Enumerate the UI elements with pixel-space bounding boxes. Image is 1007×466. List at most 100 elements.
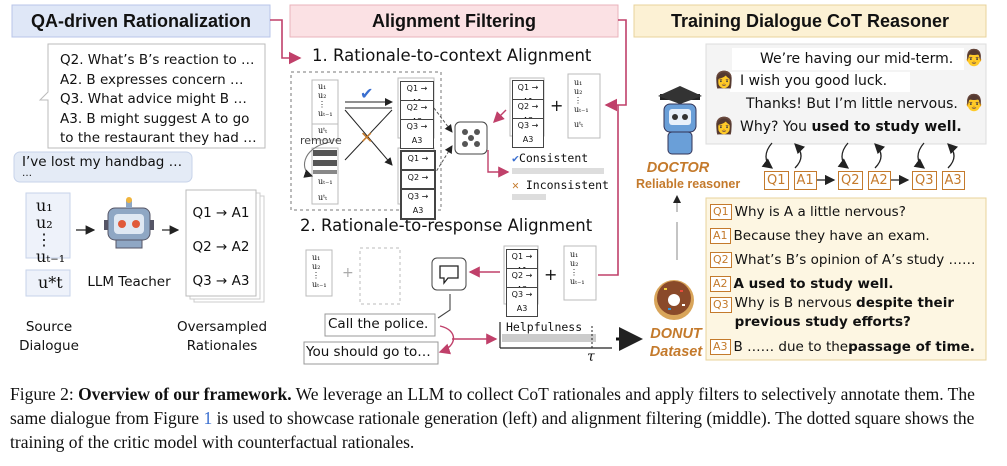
u-line: ⋮ [570, 268, 578, 277]
source-ustar-box [25, 269, 71, 297]
chain-row-2: Q2 A2 [838, 171, 894, 190]
u-line: ⋮ [318, 100, 326, 109]
rationale-item: Q2 → A2 [192, 239, 250, 255]
chain-a3: A3 [941, 171, 965, 190]
train-header-bg [633, 4, 987, 38]
qa-speech-box [38, 43, 266, 149]
cot-plain: Why is A a little nervous? [734, 203, 906, 220]
cot-bold: despite their [856, 295, 954, 311]
align-header-bg [289, 4, 619, 38]
align-header: Alignment Filtering [372, 10, 536, 31]
cot-tag: Q3 [710, 297, 732, 313]
cot-plain: Because they have an exam. [733, 227, 930, 244]
u-line: u₁ [312, 253, 321, 262]
u-line: u₁ [36, 196, 53, 215]
chain-q3: Q3 [912, 171, 937, 190]
tau-label: τ [587, 349, 595, 365]
caption-ref-link[interactable]: 1 [203, 408, 213, 428]
u-line: ⋮ [312, 271, 320, 280]
rationale-item: Q1 → A1 [192, 205, 250, 221]
u-line: uₜ₋₁ [574, 105, 589, 114]
masked-u-last: uₜ₋₁ [318, 177, 333, 186]
response-box-1 [324, 313, 436, 337]
caption-prefix: Figure 2: [10, 384, 79, 404]
cross-icon: ✕ [360, 128, 374, 147]
step2-title: 2. Rationale-to-response Alignment [300, 216, 593, 235]
masked-context [311, 147, 339, 205]
qa-header: QA-driven Rationalization [30, 10, 252, 31]
remove-label: remove [300, 134, 342, 147]
step1-title: 1. Rationale-to-context Alignment [312, 46, 592, 65]
u-line: u₂ [312, 262, 321, 271]
chat-4-bold: used to study well. [811, 119, 962, 135]
caption-text-1: We leverage an LLM to collect CoT ration… [10, 384, 975, 428]
rationale-stack [185, 189, 257, 297]
r1-u-stack: u₁ u₂ ⋮ uₜ₋₁ uᵗₜ [574, 78, 589, 129]
cot-plain: B …… due to the [733, 338, 849, 355]
qa-list: Q2. What’s B’s reaction to … A2. B expre… [60, 51, 257, 149]
doctor-name: DOCTOR [646, 160, 710, 176]
helpfulness-label: Helpfulness [506, 320, 583, 334]
plus-1: + [550, 96, 564, 115]
avatar-woman-icon: 👩 [714, 70, 734, 89]
cot-bold: A used to study well. [733, 275, 894, 292]
connector-qa-align [270, 19, 302, 65]
dialogue-bubble-text: I’ve lost my handbag … [22, 154, 183, 170]
rationale-list: Q1 → A1 Q2 → A2 Q3 → A3 [186, 196, 256, 298]
u-line: u₂ [318, 91, 327, 100]
qa-small-3b: Q3 → A3 [400, 188, 436, 220]
chat-3: Thanks! But I’m little nervous. [746, 96, 958, 112]
figure-caption: Figure 2: Overview of our framework. We … [10, 382, 1000, 454]
llm-teacher-robot [104, 197, 154, 249]
cot-bold: passage of time. [848, 338, 975, 355]
source-label-line: Dialogue [19, 338, 79, 354]
qa-small-3: Q3 → A3 [400, 119, 434, 149]
cot-q3-text: Why is B nervous despite their previous … [735, 294, 954, 332]
u-line: uₜ₋₁ [318, 109, 333, 118]
qa-header-bg [11, 4, 271, 38]
cot-bold-line2: previous study efforts? [734, 314, 911, 330]
inconsistent-text: Inconsistent [525, 178, 609, 192]
chain-q2: Q2 [838, 171, 863, 190]
u-line: u₁ [570, 250, 579, 259]
plus-2: + [342, 265, 354, 281]
u-line: ⋮ [574, 96, 582, 105]
response-1: Call the police. [328, 316, 429, 332]
cot-panel [705, 197, 987, 361]
inconsistent-cross-icon: ✕ [512, 178, 526, 192]
consistent-label: ✔Consistent [512, 151, 588, 165]
u-line: u₁ [574, 78, 583, 87]
donut-sub: Dataset [649, 344, 703, 360]
s2-u-stack: u₁ u₂ ⋮ uₜ₋₁ [312, 253, 327, 289]
response-box-2 [303, 341, 439, 365]
dialogue-bubble-dots: … [22, 168, 32, 179]
chain-a1: A1 [793, 171, 817, 190]
rationale-item: Q3 → A3 [192, 273, 250, 289]
cot-plain: Why is B nervous [734, 295, 857, 311]
masked-ut: uᵗₜ [318, 193, 328, 202]
source-u-stack: u₁ u₂ ⋮ uₜ₋₁ [36, 197, 65, 265]
inconsistent-label: ✕ Inconsistent [512, 178, 609, 192]
u-line: uᵗₜ [574, 120, 584, 129]
check-icon: ✔ [360, 84, 374, 103]
ctx-ut-small: uᵗₜ [318, 126, 328, 135]
qa-line: to the restaurant they had … [60, 130, 257, 146]
chain-row-3: Q3 A3 [912, 171, 968, 190]
cot-row: Q3 Why is B nervous despite their previo… [710, 294, 982, 334]
doctor-robot [658, 86, 702, 155]
qa-r1-3: Q3 → A3 [512, 118, 544, 148]
cot-tag: Q1 [710, 203, 732, 220]
u-line: u₁ [318, 82, 327, 91]
source-ustar: u*t [38, 273, 63, 292]
u-line: u₂ [574, 87, 583, 96]
consistent-text: Consistent [518, 151, 589, 165]
connector-align-train [604, 19, 627, 112]
qa-s2-3: Q3 → A3 [506, 287, 538, 317]
critic-training-square [290, 71, 442, 211]
s2r-u-stack: u₁ u₂ ⋮ uₜ₋₁ [570, 250, 585, 286]
